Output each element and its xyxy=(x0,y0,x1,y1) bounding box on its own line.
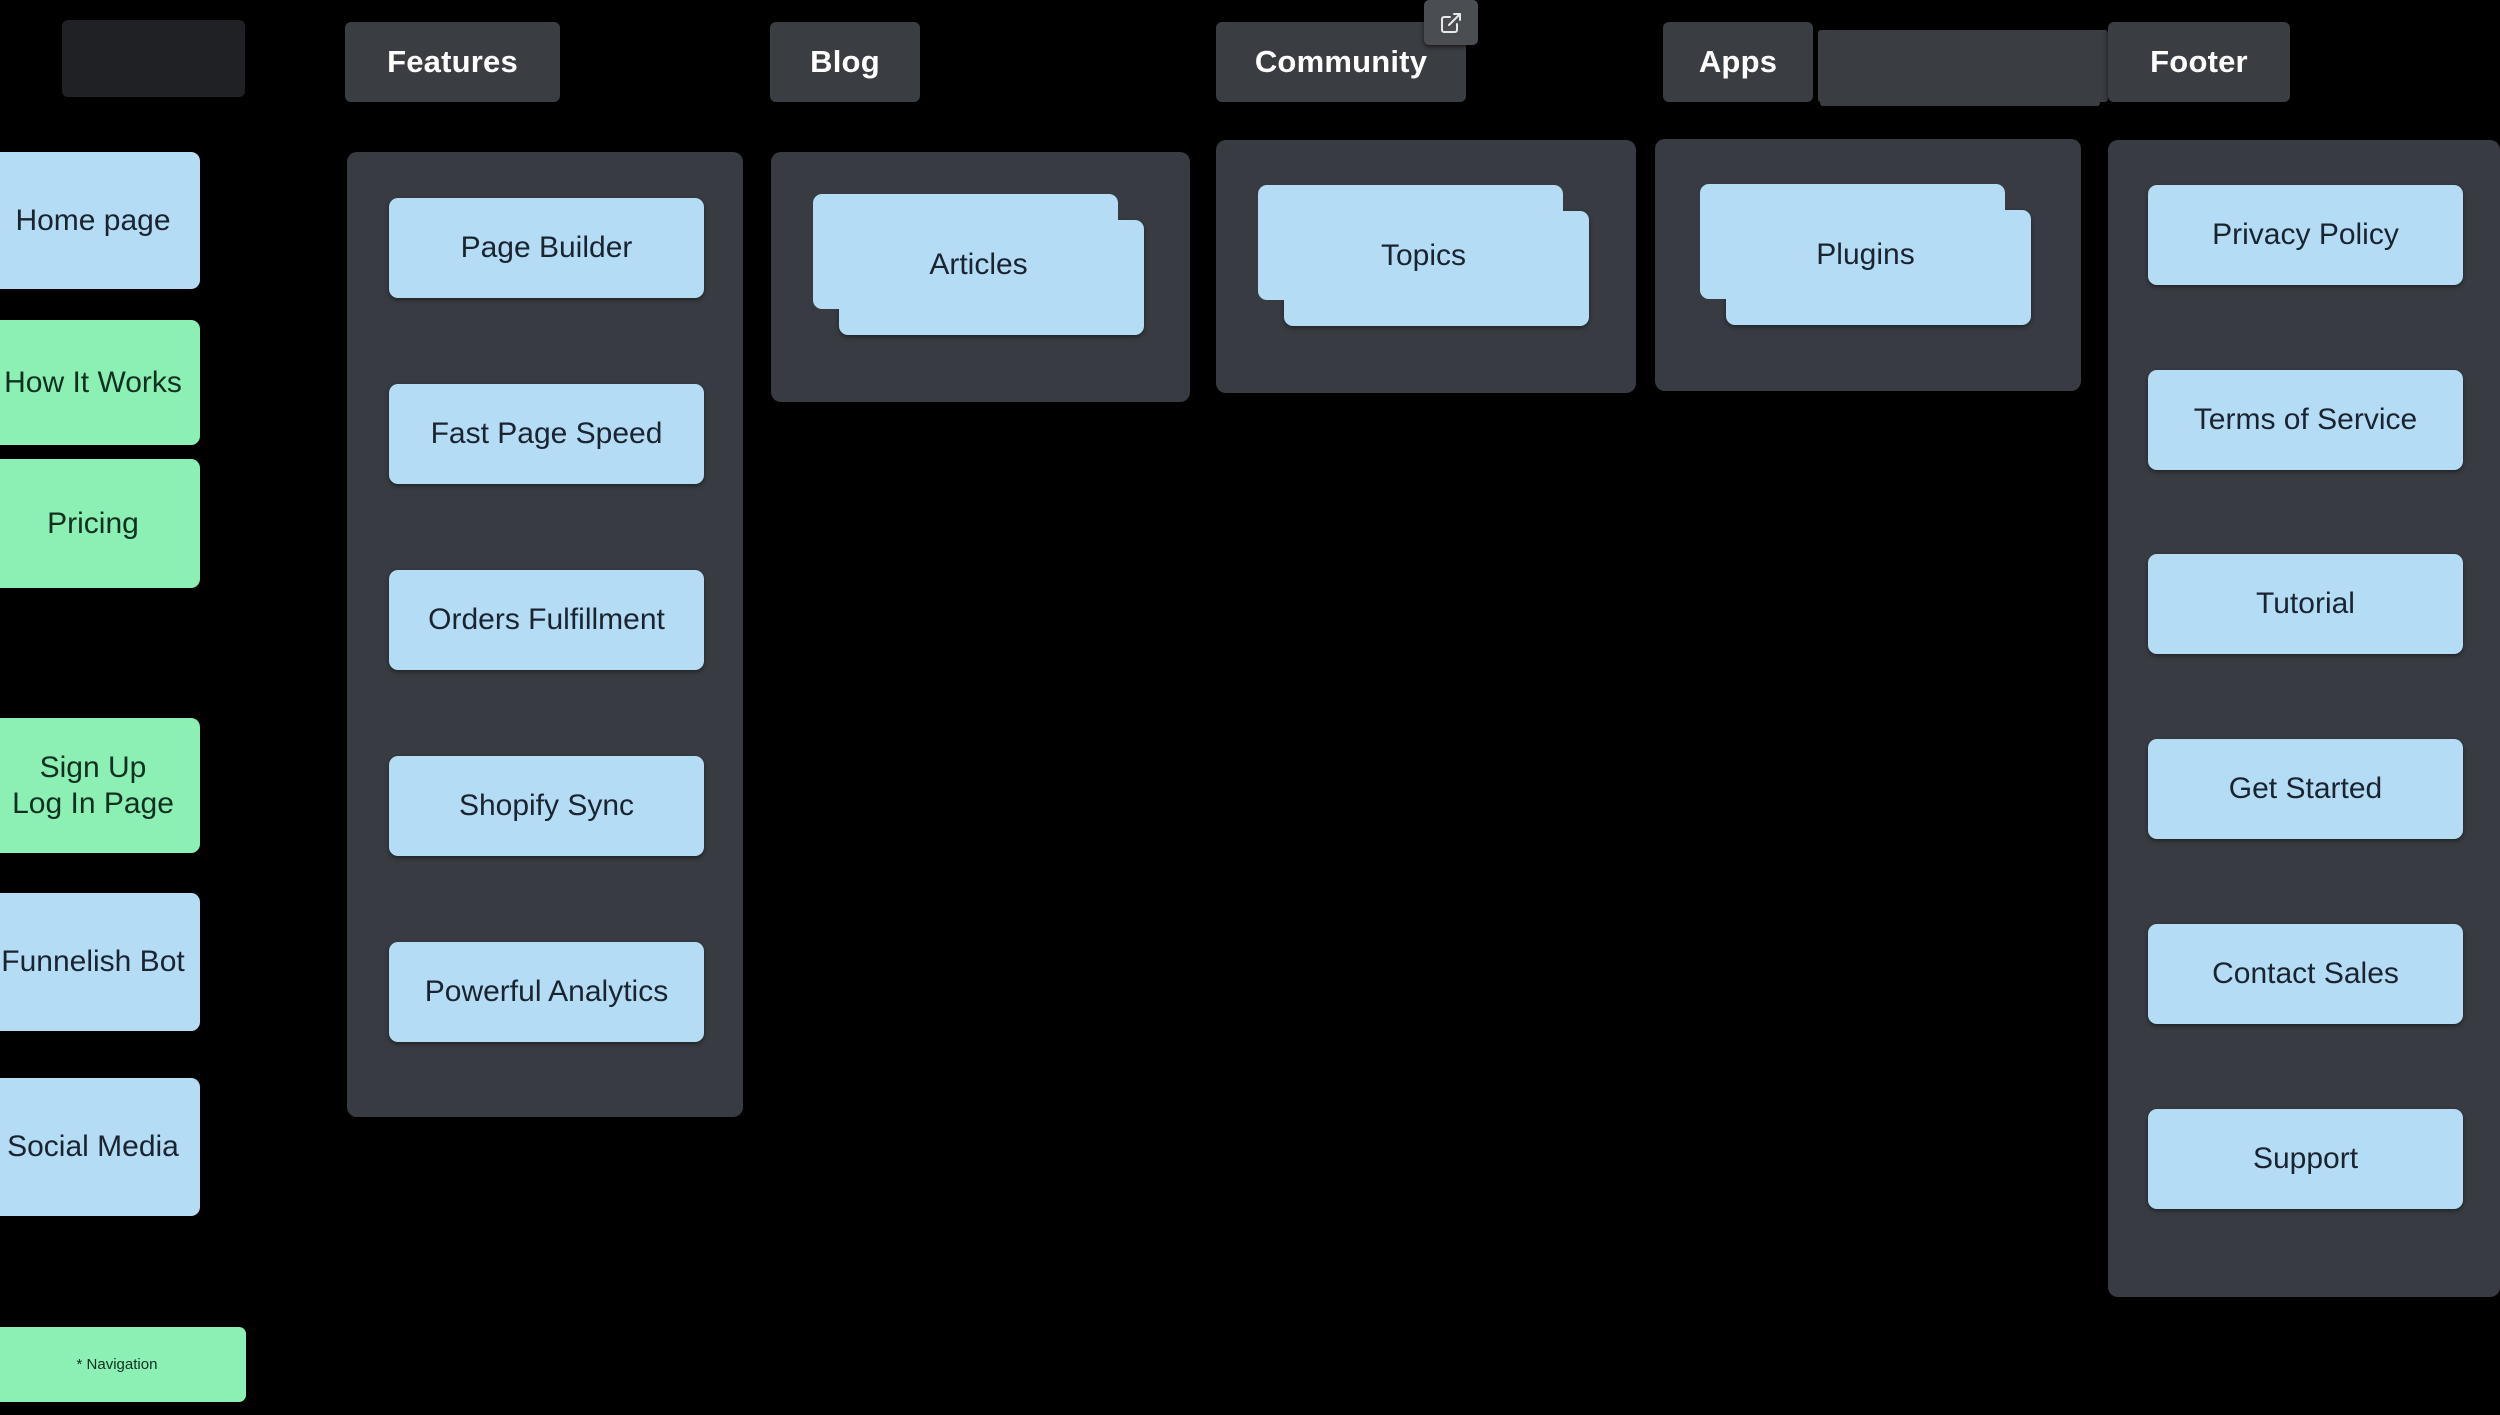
sidebar-item-pricing[interactable]: Pricing xyxy=(0,459,200,588)
sidebar-item-funnelish-bot[interactable]: Funnelish Bot xyxy=(0,893,200,1031)
header-item-label: Features xyxy=(387,44,518,79)
card-label: Page Builder xyxy=(460,231,633,265)
footer-card-terms-of-service[interactable]: Terms of Service xyxy=(2148,370,2463,470)
card-front-sheet xyxy=(1700,184,2005,299)
card-label: Contact Sales xyxy=(2212,957,2399,991)
sidebar-item-label: Funnelish Bot xyxy=(1,945,185,979)
community-card-topics[interactable]: Topics xyxy=(1258,185,1589,326)
card-label: Privacy Policy xyxy=(2212,218,2399,252)
card-label: Fast Page Speed xyxy=(430,417,663,451)
sidebar-item-label: Pricing xyxy=(47,506,139,540)
sidebar-item-how-it-works[interactable]: How It Works xyxy=(0,320,200,445)
sidebar-item-social-media[interactable]: Social Media xyxy=(0,1078,200,1216)
features-panel[interactable]: Page Builder Fast Page Speed Orders Fulf… xyxy=(347,152,743,1117)
header-item-label: Blog xyxy=(810,44,880,79)
feature-card-shopify-sync[interactable]: Shopify Sync xyxy=(389,756,704,856)
sidebar-item-label: How It Works xyxy=(4,365,182,399)
feature-card-fast-page-speed[interactable]: Fast Page Speed xyxy=(389,384,704,484)
card-label: Orders Fulfillment xyxy=(428,603,665,637)
external-link-icon[interactable] xyxy=(1424,0,1478,45)
footer-panel[interactable]: Privacy Policy Terms of Service Tutorial… xyxy=(2108,140,2500,1297)
sidebar-item-label: Home page xyxy=(15,203,171,237)
card-label: Tutorial xyxy=(2256,587,2355,621)
sidebar-item-label: Social Media xyxy=(7,1130,179,1164)
legend-navigation[interactable]: * Navigation xyxy=(0,1327,246,1402)
header-connector-underline xyxy=(1820,100,2100,106)
footer-card-get-started[interactable]: Get Started xyxy=(2148,739,2463,839)
card-front-sheet xyxy=(813,194,1118,309)
card-label: Terms of Service xyxy=(2193,403,2418,437)
footer-card-support[interactable]: Support xyxy=(2148,1109,2463,1209)
feature-card-powerful-analytics[interactable]: Powerful Analytics xyxy=(389,942,704,1042)
sidebar-item-home-page[interactable]: Home page xyxy=(0,152,200,289)
blog-card-articles[interactable]: Articles xyxy=(813,194,1144,335)
card-label: Get Started xyxy=(2228,772,2383,806)
blog-panel[interactable]: Articles xyxy=(771,152,1190,402)
card-label: Support xyxy=(2252,1142,2359,1176)
card-front-sheet xyxy=(1258,185,1563,300)
header-item-features[interactable]: Features xyxy=(345,22,560,102)
header-item-apps[interactable]: Apps xyxy=(1663,22,1813,102)
logo-placeholder[interactable] xyxy=(62,20,245,97)
sidebar-item-label-line1: Sign Up xyxy=(39,751,147,785)
header-connector-bar xyxy=(1818,30,2108,102)
feature-card-page-builder[interactable]: Page Builder xyxy=(389,198,704,298)
header-item-label: Apps xyxy=(1698,44,1778,79)
header-item-footer[interactable]: Footer xyxy=(2108,22,2290,102)
header-item-label: Footer xyxy=(2150,44,2248,79)
card-label: Powerful Analytics xyxy=(424,975,669,1009)
header-item-blog[interactable]: Blog xyxy=(770,22,920,102)
feature-card-orders-fulfillment[interactable]: Orders Fulfillment xyxy=(389,570,704,670)
community-panel[interactable]: Topics xyxy=(1216,140,1636,393)
header-item-label: Community xyxy=(1254,44,1428,79)
footer-card-contact-sales[interactable]: Contact Sales xyxy=(2148,924,2463,1024)
footer-card-tutorial[interactable]: Tutorial xyxy=(2148,554,2463,654)
sidebar-item-sign-up-log-in-page[interactable]: Sign Up Log In Page xyxy=(0,718,200,853)
footer-card-privacy-policy[interactable]: Privacy Policy xyxy=(2148,185,2463,285)
apps-panel[interactable]: Plugins xyxy=(1655,139,2081,391)
legend-navigation-label: * Navigation xyxy=(76,1356,158,1373)
apps-card-plugins[interactable]: Plugins xyxy=(1700,184,2031,325)
sidebar-item-label-line2: Log In Page xyxy=(12,786,174,820)
card-label: Shopify Sync xyxy=(458,789,635,823)
